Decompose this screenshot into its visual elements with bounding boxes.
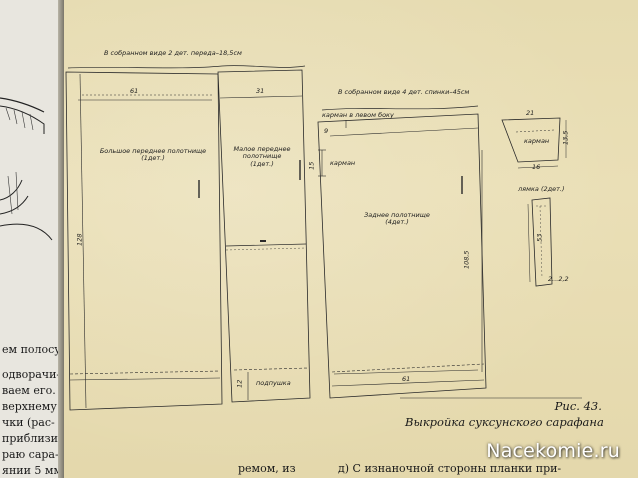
back-panel-name: Заднее полотнище [364,211,430,219]
left-line: верхнему [2,400,57,413]
left-illustration [0,97,53,241]
pocket-detail-label: карман [524,137,550,145]
left-line: чки (рас- [2,416,55,429]
large-panel-label: Большое переднее полотнище (1дет.) [98,147,208,163]
front-header-line [67,65,306,69]
pocket-bottom-dim: 16 [532,163,541,171]
large-panel-name: Большое переднее полотнище [99,147,207,155]
pocket-side-label: карман в левом боку [322,111,394,119]
pocket-offset-dim: 9 [324,127,329,135]
back-header: В собранном виде 4 дет. спинки–45см [338,88,470,96]
left-line: янии 5 мм [2,464,63,477]
back-width-dim: 61 [402,375,411,383]
left-line: одворачи- [2,368,61,381]
pocket-h-dim: 13,5 [561,130,570,145]
book-page [64,0,638,478]
left-line: ваем его. [2,384,56,397]
small-panel-name: Малое переднее полотнище [233,145,291,161]
back-header-line [321,105,479,111]
bottom-text-right: д) С изнаночной стороны планки при- [338,462,562,475]
large-height-dim: 128 [75,233,84,246]
left-page: ем полосу одворачи- ваем его. верхнему ч… [0,0,64,478]
small-lining-dim: 12 [235,379,244,388]
small-panel-qty: (1дет.) [250,159,274,168]
front-header: В собранном виде 2 дет. переда–18,5см [104,49,242,57]
pocket-label: карман [330,159,356,167]
back-panel-label: Заднее полотнище (4дет.) [352,211,442,227]
pocket-outline [501,117,561,163]
left-line: приблизи- [2,432,62,445]
pocket-top-dim: 21 [526,109,535,117]
large-panel-qty: (1дет.) [141,154,165,163]
back-panel-outline [317,113,487,399]
large-panel-outline [65,71,223,411]
pocket-len-dim: 15 [307,161,316,170]
left-line: ем полосу [2,343,61,356]
figure-title: Выкройка суксунского сарафана [405,415,604,430]
strap-len-dim: 53 [535,233,544,242]
bottom-text-left: ремом, из [238,462,296,475]
strap-w-dim: 2...2,2 [548,275,569,283]
small-width-dim: 31 [256,87,265,95]
small-panel-label: Малое переднее полотнище (1дет.) [224,145,300,168]
large-width-dim: 61 [130,87,139,95]
watermark: Nacekomie.ru [486,440,620,462]
back-height-dim: 108,5 [462,250,471,270]
book-spine [58,0,68,478]
strap-outline [531,197,553,287]
back-panel-qty: (4дет.) [385,218,409,227]
strap-label: лямка (2дет.) [518,185,565,193]
left-line: раю сара- [2,448,59,461]
lining-label: подпушка [256,379,291,387]
figure-number: Рис. 43. [554,399,602,413]
small-panel-outline [217,69,311,403]
figure-caption: Рис. 43. Выкройка суксунского сарафана [405,398,604,430]
